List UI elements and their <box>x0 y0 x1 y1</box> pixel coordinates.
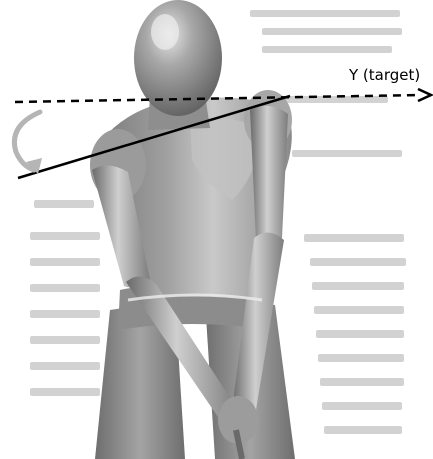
mannequin-golfer-icon <box>90 0 295 459</box>
curved-arrow-clockwise-icon <box>14 112 42 174</box>
target-axis-label: Y (target) <box>349 66 420 84</box>
head-highlight <box>151 14 179 50</box>
left-upper-arm <box>250 106 288 245</box>
target-line-arrowhead-icon <box>418 89 431 101</box>
